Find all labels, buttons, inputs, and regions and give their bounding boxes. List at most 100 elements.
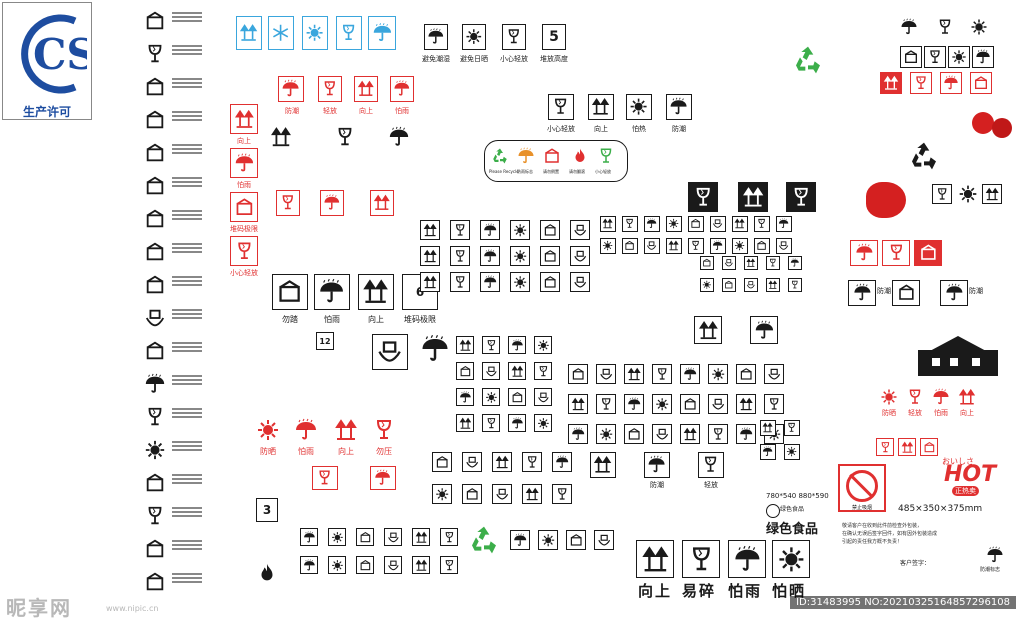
grid-symbol-icon: [596, 394, 616, 414]
grid-symbol-icon: [652, 424, 672, 444]
grid-symbol-icon: [510, 220, 530, 240]
grid-symbol-icon: [510, 272, 530, 292]
logistics-sign-label: 防潮标志: [980, 567, 1001, 573]
mid-umbrella-icon: [666, 94, 692, 120]
grid-symbol-icon: [522, 452, 542, 472]
grid-symbol-icon: [510, 246, 530, 266]
right-red-arrows-icon: [958, 388, 976, 406]
grid-symbol-icon: [300, 528, 318, 546]
grid-light-label: 轻放: [704, 481, 718, 489]
no-tread-icon: [272, 274, 308, 310]
green-food-small-label: 绿色食品: [780, 506, 805, 513]
grid-symbol-icon: [456, 414, 474, 432]
left-strip-item: [140, 534, 202, 568]
filled-glass-icon: [688, 182, 718, 212]
right-red-up-icon: [880, 72, 902, 94]
grid-symbol-icon: [534, 388, 552, 406]
tomato-icon-2: [992, 118, 1012, 138]
up-icon: [358, 274, 394, 310]
left-strip-item: [140, 468, 202, 502]
grid-symbol-icon: [708, 394, 728, 414]
red-moisture-label: 防潮: [285, 107, 299, 115]
recycle-outline-icon: [908, 140, 940, 172]
red-rain-box-icon: [230, 148, 258, 178]
grid-symbol-icon: [596, 424, 616, 444]
fear-rain-label: 怕雨: [324, 315, 340, 324]
red-rain-label-2: 怕雨: [298, 447, 314, 456]
grid-moisture-label: 防潮: [650, 481, 664, 489]
grid-symbol-icon: [462, 452, 482, 472]
grid-symbol-icon: [570, 246, 590, 266]
grid-symbol-icon: [432, 484, 452, 504]
grid-symbol-icon: [736, 424, 756, 444]
logo-caption: 生产许可: [22, 105, 71, 119]
grid-symbol-icon: [788, 278, 802, 292]
strip-glyph-icon: [144, 439, 166, 461]
number-12-box: 12: [316, 332, 334, 350]
avoid-moisture-icon: [424, 24, 448, 50]
grid-symbol-icon: [736, 394, 756, 414]
strip-glyph-icon: [144, 406, 166, 428]
grid-symbol-icon: [710, 216, 726, 232]
right-red-light-label: 轻放: [908, 409, 922, 417]
grid-symbol-icon: [534, 336, 552, 354]
cs-logo-icon: CS: [21, 14, 87, 94]
grid-symbol-icon: [784, 444, 800, 460]
fragile-icon: [502, 24, 526, 50]
grid-symbol-icon: [456, 336, 474, 354]
grid-symbol-icon: [570, 272, 590, 292]
left-strip-item: [140, 237, 202, 271]
number-3-box: 3: [256, 498, 278, 522]
bottom-fragile-label: 易碎: [682, 582, 717, 600]
grid-symbol-icon: [754, 238, 770, 254]
grid-symbol-icon: [566, 530, 586, 550]
blue-sun-icon: [302, 16, 328, 50]
grid-symbol-icon: [432, 452, 452, 472]
right-glass-icon: [936, 18, 954, 36]
grid-symbol-icon: [764, 394, 784, 414]
grid-symbol-icon: [538, 530, 558, 550]
center-umbrella-icon: [750, 316, 778, 344]
grid-symbol-icon: [624, 394, 644, 414]
strip-glyph-icon: [144, 109, 166, 131]
right-red-glass-2-icon: [882, 240, 910, 266]
right-black-box-icon: [892, 280, 920, 306]
watermark-url: www.nipic.cn: [106, 604, 159, 613]
avoid-sun-icon: [462, 24, 486, 50]
red-up-label: 向上: [359, 107, 373, 115]
grid-symbol-icon: [766, 278, 780, 292]
hot-sub-badge: 正热卖: [952, 486, 979, 496]
grid-symbol-icon: [570, 220, 590, 240]
left-strip-item: [140, 501, 202, 535]
center-arrows-icon: [694, 316, 722, 344]
red-sun-icon: [256, 418, 280, 442]
right-red-umbrella-2-icon: [850, 240, 878, 266]
strip-glyph-icon: [144, 208, 166, 230]
blue-umbrella-icon: [368, 16, 396, 50]
grid-symbol-icon: [480, 246, 500, 266]
grid-symbol-icon: [700, 278, 714, 292]
grid-symbol-icon: [688, 238, 704, 254]
right-red-sun-icon: [880, 388, 898, 406]
grid-symbol-icon: [644, 216, 660, 232]
grid-symbol-icon: [508, 362, 526, 380]
grid-symbol-icon: [412, 528, 430, 546]
stack-height-label: 堆放高度: [540, 55, 568, 63]
strip-glyph-icon: [144, 274, 166, 296]
please-recycle-banner: Please Recycle 防雨标志 请勿倒置 请勿翻滚 小心轻放: [484, 140, 628, 182]
pepper-icon: [866, 182, 906, 218]
strip-text-lines: [172, 78, 202, 80]
mid-moisture-label: 防潮: [672, 125, 686, 133]
strip-text-lines: [172, 210, 202, 212]
strip-glyph-icon: [144, 340, 166, 362]
strip-text-lines: [172, 111, 202, 113]
no-tread-label: 勿踏: [282, 315, 298, 324]
left-strip-item: [140, 204, 202, 238]
strip-glyph-icon: [144, 142, 166, 164]
grid-symbol-icon: [652, 394, 672, 414]
red-arrows-2-icon: [370, 190, 394, 216]
grid-symbol-icon: [788, 256, 802, 270]
grid-symbol-icon: [300, 556, 318, 574]
grid-symbol-icon: [624, 424, 644, 444]
black-glass-icon: [334, 126, 356, 148]
